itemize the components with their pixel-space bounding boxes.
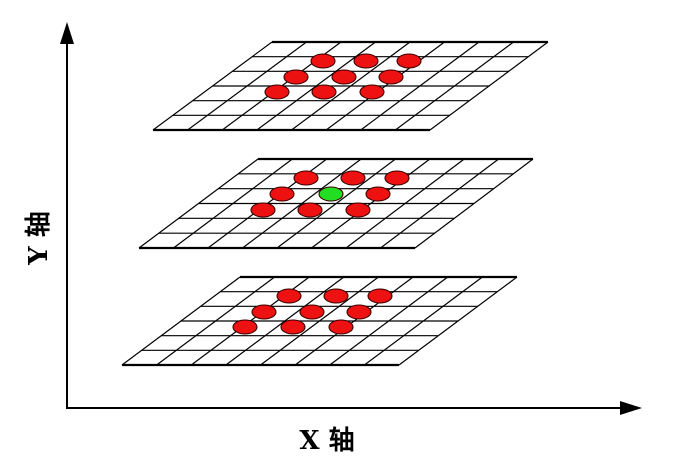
neighbor-point — [384, 170, 410, 186]
grid-column-line — [345, 158, 465, 249]
neighbor-point — [311, 84, 337, 100]
grid-column-line — [187, 41, 307, 131]
grid-column-line — [329, 276, 449, 366]
neighbor-point — [367, 288, 393, 304]
bottom-layer — [121, 275, 518, 367]
grid-column-line — [395, 41, 514, 131]
neighbor-point — [359, 84, 385, 100]
grid-column-line — [360, 41, 480, 131]
grid-column-line — [380, 158, 499, 249]
y-axis-arrow-icon — [60, 22, 74, 44]
grid-column-line — [156, 276, 275, 366]
neighbor-point — [365, 186, 391, 202]
neighbor-point — [276, 288, 302, 304]
neighbor-point — [297, 202, 323, 218]
neighbor-point — [345, 202, 371, 218]
neighbor-point — [331, 69, 357, 85]
neighbor-point — [283, 69, 309, 85]
x-axis-arrow-icon — [620, 401, 642, 415]
grid-layers — [121, 40, 549, 367]
middle-layer — [138, 157, 534, 250]
grid-column-line — [276, 158, 396, 249]
grid-column-line — [294, 276, 414, 366]
neighbor-point — [323, 288, 349, 304]
y-axis-label: Y 轴 — [24, 211, 54, 266]
neighbor-point — [269, 186, 295, 202]
grid-column-line — [414, 158, 534, 249]
neighbor-point — [299, 304, 325, 320]
neighbor-point — [328, 319, 354, 335]
grid-column-line — [121, 276, 241, 366]
x-axis-label: X 轴 — [299, 426, 354, 456]
neighbor-point — [280, 319, 306, 335]
neighbor-point — [378, 69, 404, 85]
neighbor-point — [264, 84, 290, 100]
grid-column-line — [260, 276, 379, 366]
top-layer — [152, 40, 549, 132]
neighbor-point — [232, 319, 258, 335]
grid-column-line — [225, 276, 345, 366]
neighbor-point — [353, 53, 379, 69]
grid-column-line — [291, 41, 411, 131]
grid-column-line — [429, 41, 549, 131]
neighbor-point — [346, 304, 372, 320]
neighbor-point — [396, 53, 422, 69]
neighbor-point — [340, 170, 366, 186]
neighbor-point — [250, 202, 276, 218]
grid-column-line — [311, 158, 431, 249]
grid-column-line — [398, 276, 518, 366]
axes: X 轴 Y 轴 — [24, 22, 642, 456]
center-point — [318, 186, 344, 202]
grid-column-line — [173, 158, 293, 249]
grid-column-line — [138, 158, 259, 249]
grid-column-line — [325, 41, 445, 131]
grid-column-line — [364, 276, 483, 366]
neighbor-point — [293, 170, 319, 186]
grid-column-line — [152, 41, 273, 131]
grid-column-line — [242, 158, 362, 249]
neighbor-point — [251, 304, 277, 320]
neighbor-point — [310, 53, 336, 69]
